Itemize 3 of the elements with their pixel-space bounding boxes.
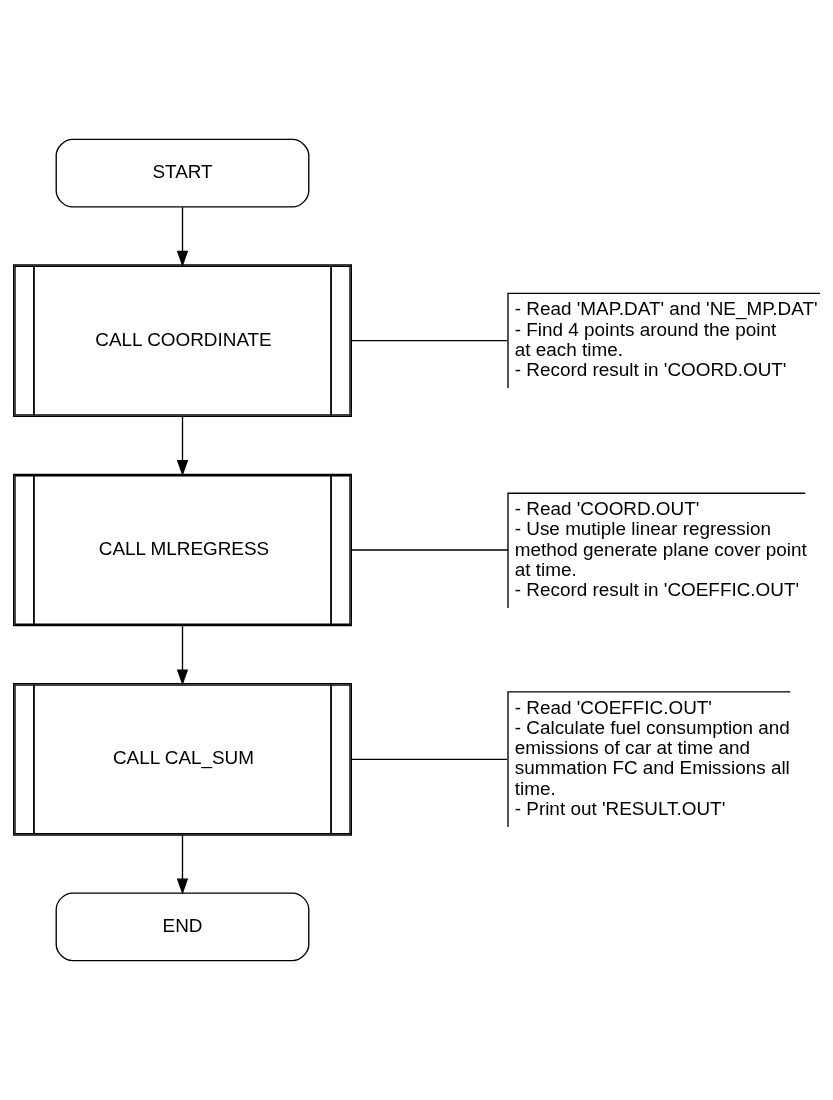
node-text: - Read 'MAP.DAT' and 'NE_MP.DAT' - Find 4 points around the point at each time. - Record result in 'COORD.OUT' — [514, 298, 818, 381]
node-text: - Read 'COORD.OUT' - Use mutiple linear regression method generate plane cover point at time. - Record result in 'COEFFIC.OUT' — [514, 498, 807, 601]
node-text: - Read 'COEFFIC.OUT' - Calculate fuel consumption and emissions of car at time and summation FC and Emissions all time. - Print out 'RESULT.OUT' — [514, 696, 790, 819]
